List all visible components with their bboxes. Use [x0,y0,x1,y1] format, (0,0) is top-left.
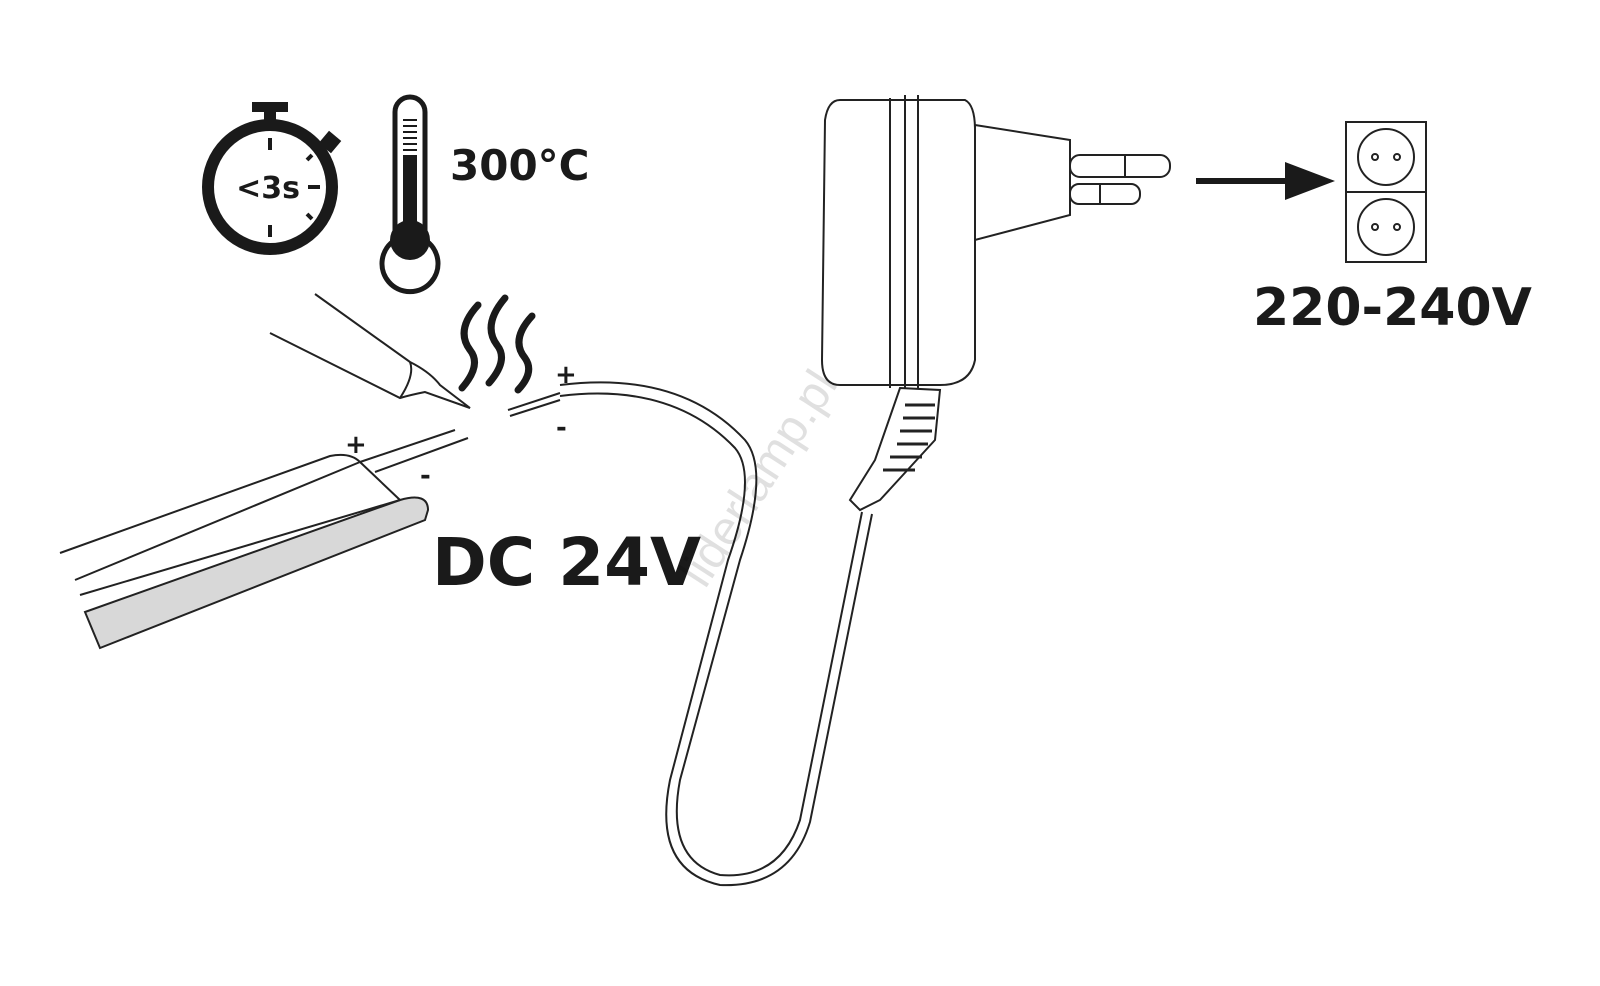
strip-plus-label: + [345,430,367,460]
arrow-icon [1196,162,1335,200]
power-adapter-icon [820,95,1171,512]
timer-label: <3s [236,171,300,206]
dc-voltage-label: DC 24V [432,524,701,601]
cable [559,381,873,887]
wire-end [507,392,561,417]
wire-plus-label: + [555,360,577,390]
wire-minus-label: - [556,413,567,443]
wall-socket-icon [1345,121,1427,263]
temperature-label: 300°C [450,141,590,190]
led-strip-icon [59,429,469,650]
heat-waves-icon [458,294,536,394]
strip-minus-label: - [420,461,431,491]
ac-voltage-label: 220-240V [1253,278,1532,338]
thermometer-icon [379,94,441,295]
soldering-iron-icon [269,293,471,409]
watermark: liderlamp.pl [670,361,848,596]
stopwatch-icon [202,102,342,255]
